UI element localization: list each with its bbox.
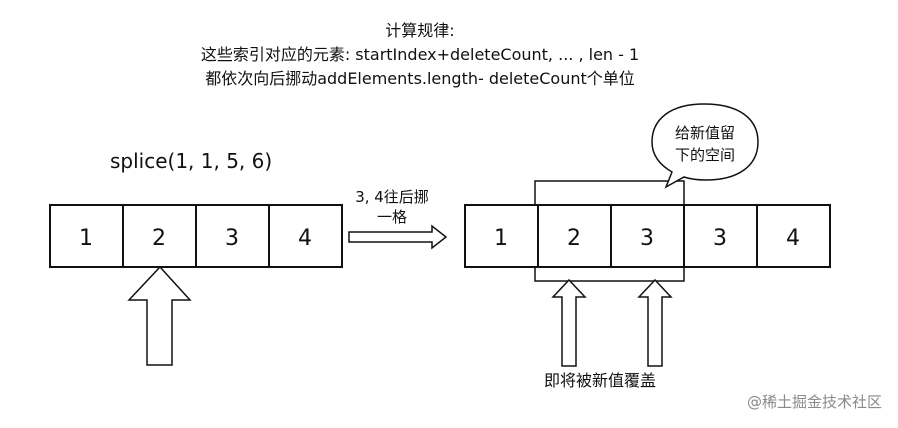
index-pointer-arrow [127, 265, 192, 366]
left-cell-1 [122, 204, 197, 268]
overwrite-label: 即将被新值覆盖 [544, 371, 656, 390]
right-cell-1 [537, 204, 612, 268]
left-cell-value: 1 [79, 226, 93, 251]
right-cell-3 [683, 204, 758, 268]
speech-bubble [651, 103, 759, 189]
overwrite-arrow-1 [551, 278, 587, 367]
right-cell-4 [756, 204, 831, 268]
right-cell-value: 3 [640, 226, 654, 251]
overwrite-arrow-2 [637, 278, 673, 367]
left-cell-0 [49, 204, 124, 268]
right-cell-value: 3 [713, 226, 727, 251]
left-cell-value: 4 [298, 226, 312, 251]
shift-label-line1: 3, 4往后挪 [355, 188, 429, 206]
right-array: 1 2 3 3 4 [464, 204, 831, 268]
header-line3: 都依次向后挪动addElements.length- deleteCount个单… [205, 69, 635, 88]
right-cell-0 [464, 204, 539, 268]
reserved-space-bracket-bottom [534, 266, 685, 282]
left-cell-3 [268, 204, 343, 268]
shift-right-arrow [348, 224, 448, 250]
header-line2: 这些索引对应的元素: startIndex+deleteCount, ... ,… [201, 45, 639, 64]
right-cell-value: 4 [786, 226, 800, 251]
bubble-line1: 给新值留 [675, 124, 735, 142]
left-array: 1 2 3 4 [49, 204, 343, 268]
left-cell-value: 3 [225, 226, 239, 251]
header-line1: 计算规律: [385, 21, 454, 40]
splice-call-label: splice(1, 1, 5, 6) [110, 149, 272, 173]
watermark: @稀土掘金技术社区 [747, 393, 882, 411]
right-cell-value: 1 [494, 226, 508, 251]
right-cell-value: 2 [567, 226, 581, 251]
left-cell-2 [195, 204, 270, 268]
shift-label-line2: 一格 [377, 208, 407, 226]
reserved-space-bracket-top [534, 180, 685, 206]
bubble-line2: 下的空间 [675, 146, 735, 164]
left-cell-value: 2 [152, 226, 166, 251]
